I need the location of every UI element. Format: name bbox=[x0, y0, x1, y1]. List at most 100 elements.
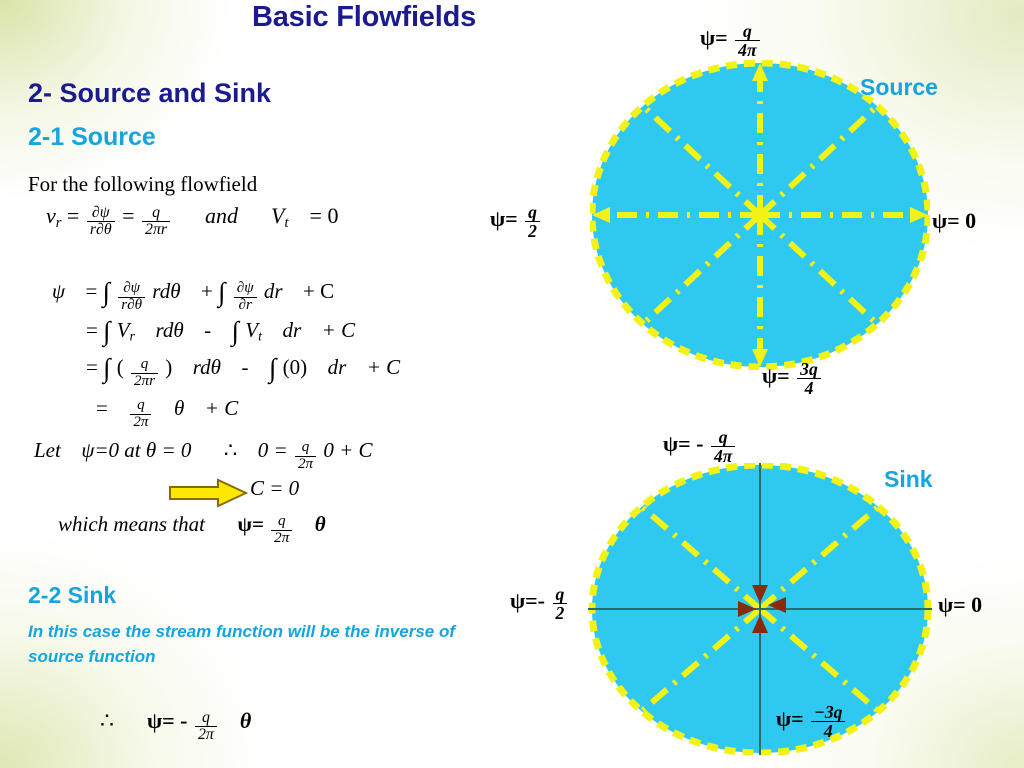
eq1-vt: V bbox=[271, 203, 285, 228]
source-arrowhead-bottom bbox=[752, 349, 768, 367]
source-label-left-den: 2 bbox=[525, 221, 540, 241]
eq5-equals: = bbox=[96, 396, 108, 420]
source-label-bottom-den: 4 bbox=[797, 378, 821, 398]
section-heading: 2- Source and Sink bbox=[28, 78, 272, 108]
sink-label-bottom-den: 4 bbox=[811, 721, 846, 741]
eq3-tail2: dr bbox=[282, 317, 302, 342]
eq9-frac-num: q bbox=[201, 708, 210, 726]
eq1-equals: = bbox=[66, 203, 80, 228]
source-ray-45deg bbox=[757, 104, 879, 218]
source-label-bottom-frac: 3q 4 bbox=[797, 360, 821, 398]
eq2-frac2: ∂ψ ∂r bbox=[233, 279, 257, 313]
eq6-zero-eq: 0 = bbox=[257, 438, 288, 462]
sink-ray-45deg bbox=[758, 504, 880, 612]
sink-label-left-frac: q 2 bbox=[552, 584, 568, 623]
eq3-minus: - bbox=[204, 317, 212, 342]
equation-boundary-condition: Let ψ=0 at θ = 0 ∴ 0 = q 2π 0 + C bbox=[34, 438, 373, 473]
sink-streamlines bbox=[640, 504, 880, 714]
eq2-frac1: ∂ψ r∂θ bbox=[118, 279, 146, 314]
eq4-equals: = bbox=[86, 354, 98, 379]
sink-ray-315deg bbox=[758, 606, 880, 714]
equation-final-source: which means that ψ= q 2π θ bbox=[58, 512, 326, 547]
integral-sign-4: ∫ bbox=[231, 316, 240, 346]
eq6-let: Let bbox=[34, 438, 61, 462]
eq1-vr-sub: r bbox=[55, 215, 62, 232]
yellow-block-arrow-icon bbox=[169, 478, 248, 508]
equation-final-sink: ∴ ψ= - q 2π θ bbox=[100, 708, 251, 744]
eq4-minus: - bbox=[241, 354, 249, 379]
eq6-condition: ψ=0 at θ = 0 bbox=[81, 438, 192, 462]
sink-tag-label: Sink bbox=[884, 466, 933, 492]
equation-psi-step4: = q 2π θ + C bbox=[96, 396, 238, 431]
source-label-right: ψ= 0 bbox=[932, 208, 977, 233]
eq2-equals: = bbox=[85, 278, 98, 303]
sink-label-top-num: q bbox=[718, 427, 728, 447]
sink-label-bottom: ψ= −3q 4 bbox=[776, 703, 847, 741]
equation-psi-step3: = ∫ ( q 2πr ) rdθ - ∫ (0) dr + C bbox=[86, 353, 400, 389]
source-label-top: ψ= q 4π bbox=[700, 22, 762, 60]
eq8-theta: θ bbox=[314, 512, 326, 536]
eq2-frac1-den: r∂θ bbox=[118, 296, 146, 314]
eq4-paren-open: ( bbox=[116, 354, 124, 379]
source-tag-label: Source bbox=[860, 74, 938, 100]
eq4-frac: q 2πr bbox=[130, 356, 158, 389]
eq1-equals-2: = bbox=[122, 203, 135, 228]
eq2-frac2-num: ∂ψ bbox=[236, 279, 254, 296]
sink-label-bottom-frac: −3q 4 bbox=[811, 702, 846, 741]
integral-sign-6: ∫ bbox=[268, 353, 277, 383]
eq3-v2-sub: t bbox=[258, 328, 262, 344]
eq6-frac-den: 2π bbox=[294, 455, 317, 473]
eq4-paren-close: ) bbox=[165, 354, 173, 379]
source-ray-315deg bbox=[757, 212, 879, 326]
eq5-frac-den: 2π bbox=[130, 413, 152, 431]
eq1-frac1-den: r∂θ bbox=[86, 221, 115, 238]
eq9-theta: θ bbox=[239, 708, 252, 733]
eq5-theta: θ bbox=[173, 396, 185, 420]
equation-psi-integral: ψ = ∫ ∂ψ r∂θ rdθ + ∫ ∂ψ ∂r dr + C bbox=[52, 277, 334, 313]
eq1-frac-dpsi-rdtheta: ∂ψ r∂θ bbox=[86, 204, 115, 239]
source-flowfield-diagram bbox=[588, 59, 932, 371]
integral-sign-3: ∫ bbox=[103, 316, 111, 346]
eq5-const: + C bbox=[204, 396, 239, 420]
eq1-frac2-num: q bbox=[152, 203, 160, 221]
sink-label-top-psi: ψ= - bbox=[663, 430, 704, 456]
eq8-which-means: which means that bbox=[58, 512, 205, 536]
eq8-psi: ψ= bbox=[237, 512, 264, 536]
eq2-tail2: dr bbox=[263, 278, 283, 303]
eq4-tail: rdθ bbox=[192, 354, 221, 379]
eq2-psi: ψ bbox=[52, 278, 66, 303]
sink-arrowheads bbox=[738, 585, 786, 633]
eq5-frac-num: q bbox=[137, 397, 145, 414]
source-arrowhead-left bbox=[592, 207, 610, 223]
eq3-const: + C bbox=[321, 317, 356, 342]
sink-arrowhead-from-bottom bbox=[752, 615, 768, 633]
page-title: Basic Flowfields bbox=[252, 1, 477, 33]
eq5-frac: q 2π bbox=[130, 397, 152, 431]
source-label-top-frac: q 4π bbox=[735, 22, 760, 60]
eq7-c-equals-zero: C = 0 bbox=[250, 476, 300, 500]
sink-label-bottom-num: −3q bbox=[814, 702, 843, 722]
sink-label-top: ψ= - q 4π bbox=[663, 428, 737, 466]
equation-constant-result: C = 0 bbox=[250, 476, 299, 501]
sink-ray-225deg bbox=[640, 606, 762, 714]
sink-label-top-frac: q 4π bbox=[711, 427, 736, 466]
equation-psi-step2: = ∫ Vr rdθ - ∫ Vt dr + C bbox=[86, 316, 355, 347]
sink-label-left-psi: ψ=- bbox=[510, 587, 545, 613]
eq1-zero: = 0 bbox=[309, 203, 339, 228]
eq2-plus: + bbox=[201, 278, 213, 303]
eq2-tail1: rdθ bbox=[152, 278, 181, 303]
source-arrowhead-right bbox=[910, 207, 928, 223]
sink-label-bottom-psi: ψ= bbox=[776, 705, 804, 731]
sink-arrowhead-from-top bbox=[752, 585, 768, 603]
sink-label-right: ψ= 0 bbox=[938, 592, 983, 617]
equation-velocity: vr = ∂ψ r∂θ = q 2πr and Vt = 0 bbox=[46, 203, 338, 239]
eq3-equals: = bbox=[86, 317, 98, 342]
source-label-top-den: 4π bbox=[735, 40, 760, 60]
eq2-frac1-num: ∂ψ bbox=[123, 279, 141, 296]
source-ray-225deg bbox=[641, 212, 763, 326]
therefore-symbol-1: ∴ bbox=[223, 438, 238, 462]
source-label-bottom-num: 3q bbox=[800, 359, 818, 379]
eq3-v1: V bbox=[116, 317, 130, 342]
eq9-psi: ψ= - bbox=[147, 708, 188, 733]
sink-label-left-num: q bbox=[555, 584, 565, 604]
